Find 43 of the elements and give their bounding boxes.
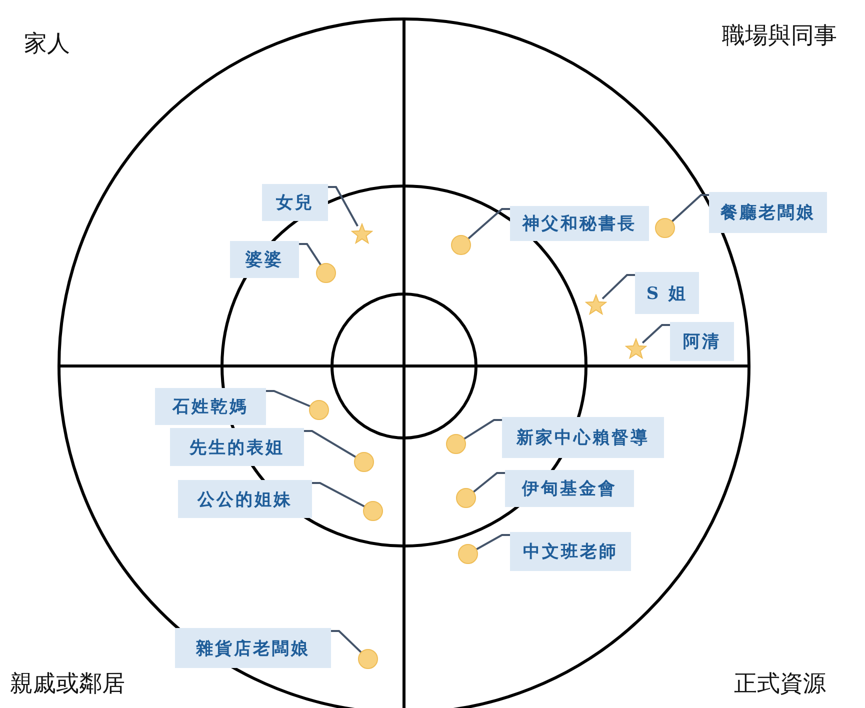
dot-marker	[455, 487, 477, 509]
leader-line	[642, 324, 670, 344]
dot-marker	[362, 500, 384, 522]
name-label: 先生的表姐	[170, 428, 304, 466]
leader-line	[266, 390, 312, 408]
dot-marker	[353, 451, 375, 473]
name-label: 阿清	[670, 322, 734, 361]
leader-line	[328, 186, 358, 227]
dot-marker	[457, 543, 479, 565]
quadrant-label: 家人	[24, 30, 70, 59]
name-label: 婆婆	[230, 241, 299, 278]
leader-line	[472, 472, 505, 494]
quadrant-label: 職場與同事	[722, 22, 837, 51]
name-label: 石姓乾媽	[155, 388, 266, 425]
name-label: 餐廳老闆娘	[709, 192, 827, 233]
leader-line	[312, 482, 366, 508]
star-marker	[351, 223, 373, 245]
name-label: 神父和秘書長	[510, 206, 649, 241]
name-label: 中文班老師	[510, 532, 631, 571]
dot-marker	[654, 217, 676, 239]
dot-marker	[450, 234, 472, 256]
dot-marker	[445, 433, 467, 455]
leader-line	[463, 419, 502, 440]
dot-marker	[357, 648, 379, 670]
star-marker	[585, 294, 607, 316]
name-label: 雜貨店老闆娘	[175, 628, 331, 668]
leader-line	[331, 630, 362, 654]
name-label: 伊甸基金會	[505, 470, 634, 507]
leader-line	[304, 430, 357, 458]
name-label: 女兒	[262, 184, 328, 221]
star-marker	[625, 338, 647, 360]
leader-line	[670, 194, 709, 223]
dot-marker	[315, 262, 337, 284]
dot-marker	[308, 399, 330, 421]
name-label: S 姐	[635, 272, 699, 314]
leader-line	[475, 534, 510, 550]
leader-line	[467, 208, 510, 240]
name-label: 公公的姐妹	[178, 480, 312, 518]
quadrant-label: 正式資源	[734, 670, 826, 699]
quadrant-label: 親戚或鄰居	[10, 670, 125, 699]
leader-line	[299, 243, 322, 266]
leader-line	[602, 274, 635, 300]
name-label: 新家中心賴督導	[502, 417, 664, 458]
